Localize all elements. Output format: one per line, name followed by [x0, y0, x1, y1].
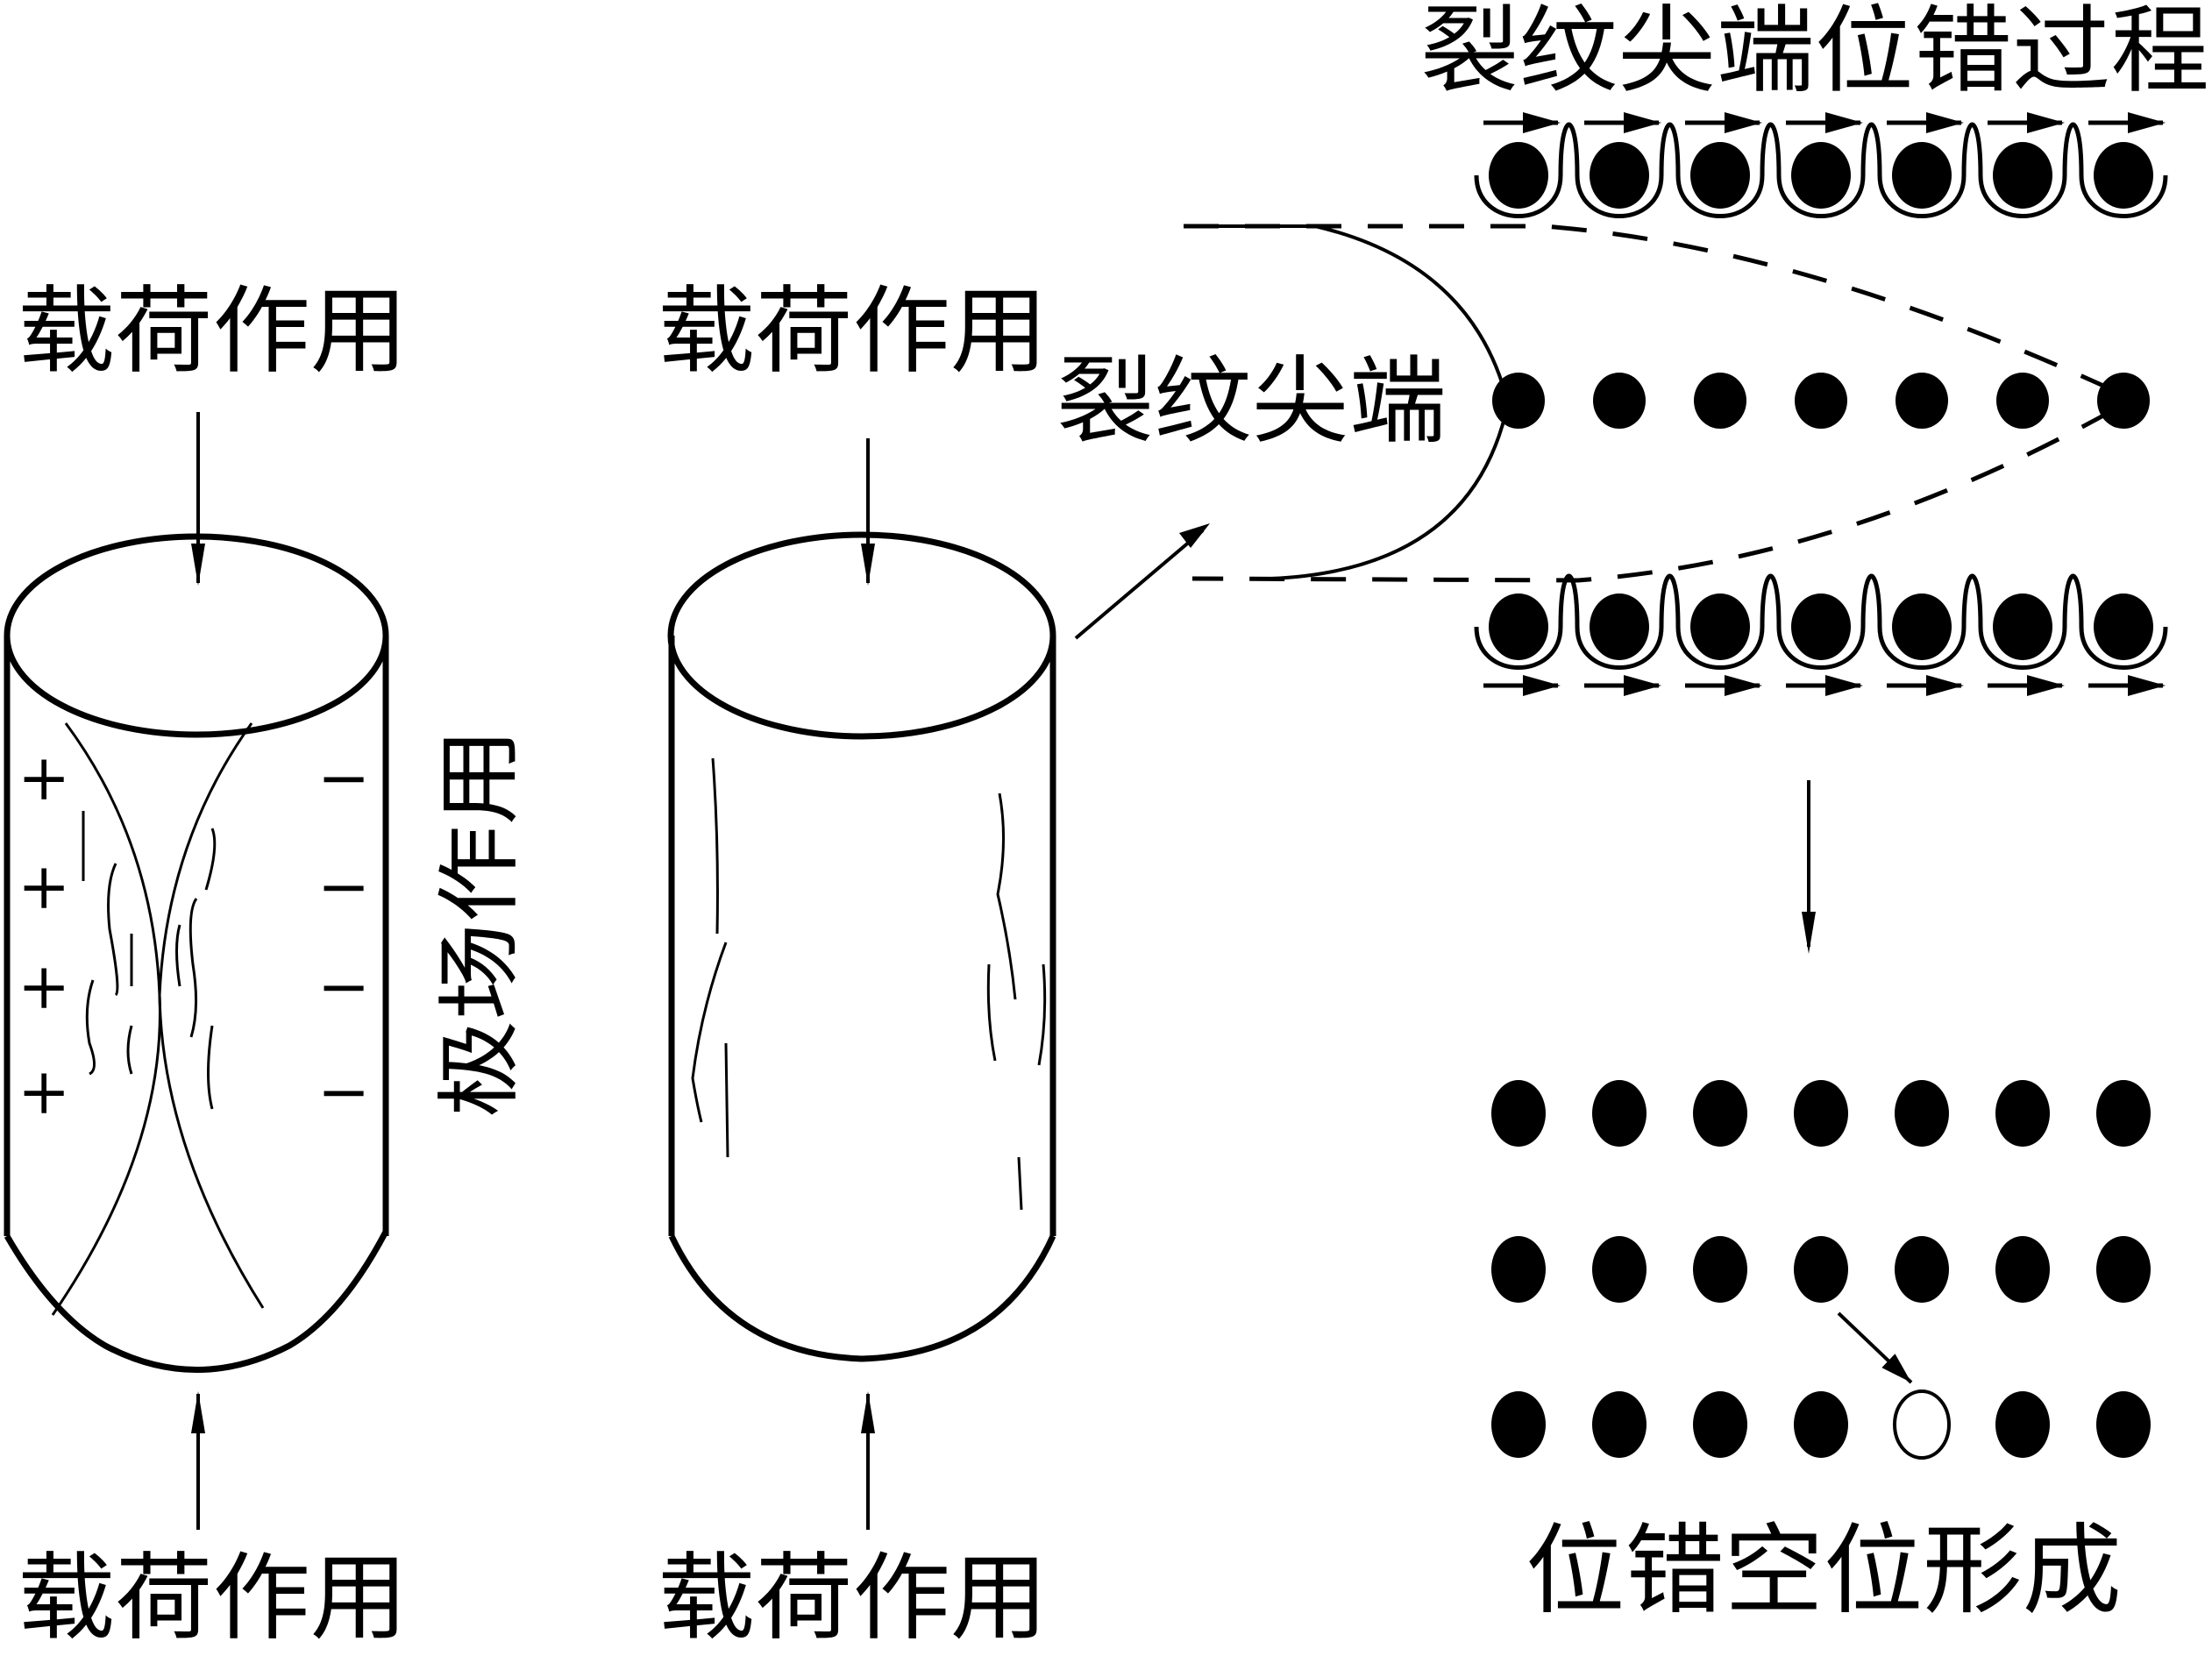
charge-minus: −: [317, 849, 370, 923]
plastic-zone-boundary: [1184, 224, 2115, 583]
atom: [1892, 593, 1952, 660]
dislocation-row-bottom: [1474, 573, 2168, 696]
arrow-head: [1725, 112, 1762, 133]
atom: [1489, 593, 1548, 660]
atom: [1995, 1080, 2050, 1147]
negative-charges: − − − −: [317, 741, 370, 1128]
atom: [1995, 1391, 2050, 1458]
arrow-head: [2027, 675, 2065, 696]
polar-field-label: 极场作用: [430, 728, 529, 1118]
atom: [1592, 1080, 1647, 1147]
atom: [2096, 1236, 2151, 1303]
load-label-top-left: 载荷作用: [18, 277, 408, 387]
atom: [1795, 373, 1847, 429]
atom: [1993, 142, 2052, 209]
atom: [1489, 142, 1548, 209]
arrow-head: [1523, 675, 1561, 696]
atom: [1791, 142, 1851, 209]
atom: [2094, 593, 2153, 660]
atom: [2096, 1391, 2151, 1458]
atom: [2097, 373, 2150, 429]
dislocation-wave: [1474, 122, 2168, 218]
load-label-top-mid: 载荷作用: [658, 277, 1048, 387]
charge-plus: +: [18, 949, 70, 1023]
left-cylinder-bottom: [4, 1230, 389, 1373]
crack-tip-label: 裂纹尖端: [1056, 347, 1447, 457]
charge-plus: +: [18, 1055, 70, 1128]
charge-plus: +: [18, 849, 70, 923]
atom: [1996, 373, 2049, 429]
atom: [1492, 373, 1545, 429]
atom: [1590, 593, 1649, 660]
arrow-head: [1926, 112, 1964, 133]
atom: [1791, 593, 1851, 660]
arrow-head: [1624, 675, 1661, 696]
atom: [1693, 1391, 1747, 1458]
atom: [1592, 1236, 1647, 1303]
atom: [1491, 1391, 1546, 1458]
atom: [2096, 1080, 2151, 1147]
atom: [1690, 593, 1750, 660]
vacancy-lattice: [1491, 1080, 2151, 1460]
arrow-head: [2128, 112, 2166, 133]
atom: [1794, 1391, 1848, 1458]
atom: [1895, 1080, 1949, 1147]
atom: [1794, 1080, 1848, 1147]
atom: [1590, 142, 1649, 209]
arrow-head: [1624, 112, 1661, 133]
atom: [1693, 1236, 1747, 1303]
dislocation-row-top: [1474, 112, 2168, 218]
positive-charges: + + + +: [18, 741, 70, 1128]
atom: [1895, 1236, 1949, 1303]
atom: [1993, 593, 2052, 660]
micro-cracks-left: [82, 811, 217, 1110]
atom: [1694, 373, 1746, 429]
middle-cylinder-top: [667, 531, 1056, 740]
load-label-bottom-mid: 载荷作用: [658, 1544, 1048, 1653]
atom: [1892, 142, 1952, 209]
charge-minus: −: [317, 1055, 370, 1128]
crack-tip-region: 裂纹尖端: [1056, 224, 2150, 583]
micro-cracks-middle: [691, 757, 1047, 1211]
vacancy-formation-label: 位错空位形成: [1526, 1514, 2122, 1628]
middle-cylinder: 载荷作用 载荷作用: [658, 277, 1056, 1653]
charge-minus: −: [317, 741, 370, 814]
arrow-head: [2128, 675, 2166, 696]
atom: [2094, 142, 2153, 209]
arrow-head: [1926, 675, 1964, 696]
charge-minus: −: [317, 949, 370, 1023]
atom: [1593, 373, 1646, 429]
left-cylinder: 载荷作用 + + + +: [4, 277, 408, 1653]
dislocation-wave: [1474, 573, 2168, 670]
vacancy: [1893, 1389, 1951, 1460]
atom: [1794, 1236, 1848, 1303]
arrow-head: [1881, 1354, 1911, 1382]
atom: [1690, 142, 1750, 209]
arrow-head: [1523, 112, 1561, 133]
atom: [1895, 373, 1948, 429]
dislocation-process-title: 裂纹尖端位错过程: [1420, 0, 2209, 106]
atom: [1592, 1391, 1647, 1458]
arrow-head: [2027, 112, 2065, 133]
load-label-bottom-left: 载荷作用: [18, 1544, 408, 1653]
atom: [1491, 1236, 1546, 1303]
arrow-head: [1825, 112, 1863, 133]
arrow-head: [1725, 675, 1762, 696]
charge-plus: +: [18, 741, 70, 814]
middle-cylinder-bottom: [668, 1234, 1056, 1362]
atom: [1491, 1080, 1546, 1147]
arrow-head: [1825, 675, 1863, 696]
atom: [1995, 1236, 2050, 1303]
zoom-pointer-arrow: [1074, 529, 1205, 640]
atom: [1693, 1080, 1747, 1147]
crack-tip-atom-row: [1492, 373, 2150, 429]
